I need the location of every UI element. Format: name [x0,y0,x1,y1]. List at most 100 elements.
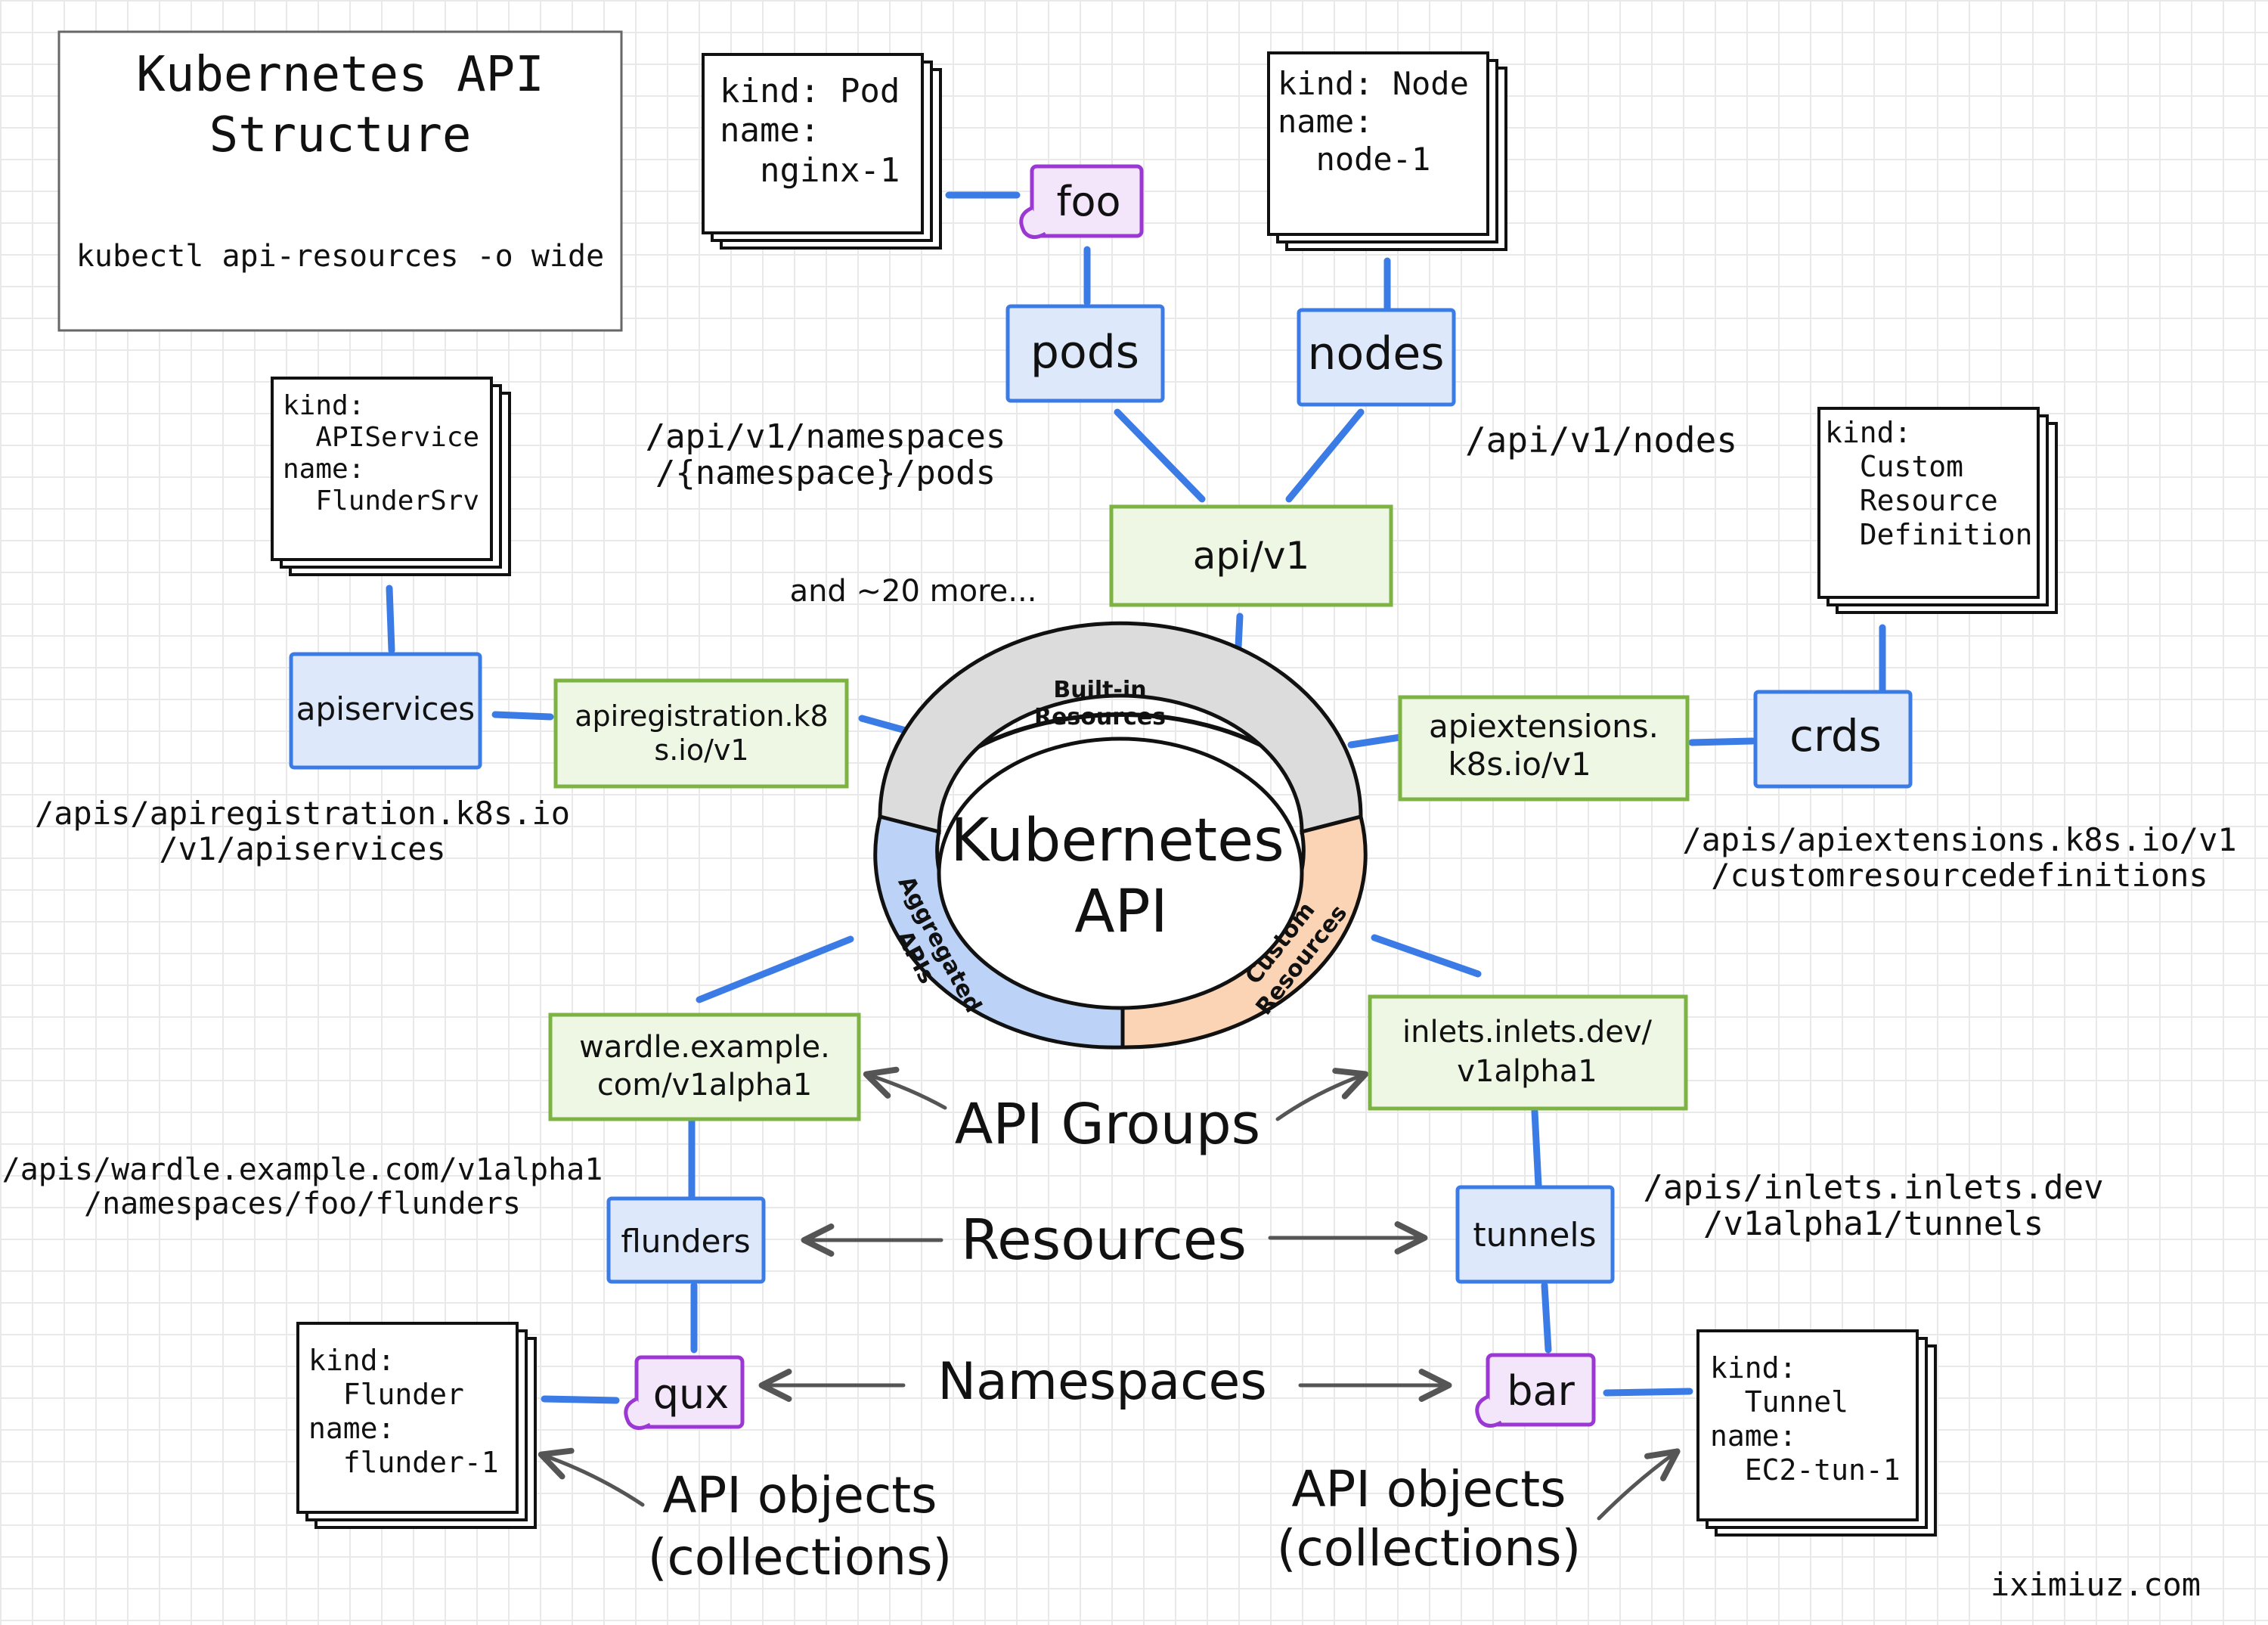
note-api-objects-left-line-2: (collections) [648,1528,953,1586]
group-wardle-line-1: wardle.example. [579,1030,830,1065]
crd-line-2: Custom [1825,450,1963,483]
path-flunders-line-1: /apis/wardle.example.com/v1alpha1 [2,1152,603,1187]
object-crd: kind: Custom Resource Definition [1817,407,2058,614]
center-title-line-2: API [1074,878,1167,946]
arrow-objects-right [1597,1448,1681,1521]
credit: iximiuz.com [1991,1566,2201,1603]
path-tunnels-line-1: /apis/inlets.inlets.dev [1643,1168,2103,1207]
arrow-groups-right [1275,1068,1369,1121]
path-nodes: /api/v1/nodes [1465,420,1737,461]
group-inlets-line-2: v1alpha1 [1457,1054,1597,1089]
namespace-bar-label: bar [1507,1367,1575,1415]
link-apiservices-apireg [491,711,554,721]
resource-flunders-label: flunders [621,1223,750,1260]
tunnel-line-3: name: [1710,1419,1796,1453]
tunnel-line-2: Tunnel [1710,1385,1848,1419]
apiservice-line-2: APIService [283,422,479,453]
segment-builtin-resources [878,621,1363,835]
flunder-line-2: Flunder [308,1378,464,1411]
label-builtin-line-2: Resources [1034,704,1166,730]
object-node: kind: Node name: node-1 [1267,51,1507,251]
resource-tunnels: tunnels [1455,1185,1615,1284]
path-apiservices-line-1: /apis/apiregistration.k8s.io [35,795,570,832]
link-bar-tunnel [1603,1388,1693,1397]
ring-inner-hole [937,737,1304,1010]
resource-tunnels-label: tunnels [1473,1216,1596,1254]
path-crds-line-1: /apis/apiextensions.k8s.io/v1 [1682,821,2236,858]
apiservice-line-4: FlunderSrv [283,485,479,516]
link-tunnels-bar [1541,1282,1552,1354]
namespace-qux-label: qux [653,1370,729,1418]
arrow-groups-left [863,1066,947,1110]
flunder-line-4: flunder-1 [308,1446,499,1479]
link-inlets-tunnels [1531,1108,1542,1189]
group-wardle-line-2: com/v1alpha1 [597,1068,812,1102]
title-command: kubectl api-resources -o wide [76,239,604,274]
crd-line-1: kind: [1825,416,1911,449]
resource-crds: crds [1753,690,1913,789]
node-line-3: node-1 [1278,141,1430,178]
connector-lines [386,191,1886,1404]
link-center-inlets [1371,934,1482,978]
group-apiregistration: apiregistration.k8 s.io/v1 [553,678,849,789]
link-pods-corev1 [1114,408,1206,503]
note-namespaces: Namespaces [937,1352,1267,1412]
apiservice-line-3: name: [283,454,364,485]
group-apiextensions: apiextensions. k8s.io/v1 [1398,695,1690,802]
apiservice-line-1: kind: [283,390,364,421]
group-inlets: inlets.inlets.dev/ v1alpha1 [1368,994,1688,1111]
title-line-2: Structure [209,107,472,163]
namespace-bar: bar [1475,1353,1596,1428]
link-apireg-center [858,715,915,736]
pod-line-3: nginx-1 [720,151,900,190]
link-flunder-qux [541,1395,620,1404]
object-pod: kind: Pod name: nginx-1 [702,53,942,250]
namespace-foo-label: foo [1056,178,1120,225]
title-box: Kubernetes API Structure kubectl api-res… [57,30,623,332]
resource-nodes: nodes [1297,308,1456,407]
title-box-frame [57,30,623,332]
object-flunder: kind: Flunder name: flunder-1 [296,1322,537,1529]
path-crds-line-2: /customresourcedefinitions [1711,857,2208,894]
object-apiservice: kind: APIService name: FlunderSrv [271,377,511,576]
group-core-v1: api/v1 [1109,504,1393,607]
tunnel-line-1: kind: [1710,1351,1796,1385]
node-line-1: kind: Node [1278,65,1469,102]
resource-apiservices-label: apiservices [296,690,475,727]
group-apiextensions-line-1: apiextensions. [1429,708,1659,745]
resource-flunders: flunders [606,1196,766,1284]
crd-line-3: Resource [1825,484,1998,517]
group-core-v1-label: api/v1 [1193,534,1310,578]
group-apiregistration-line-1: apiregistration.k8 [575,699,828,733]
resource-pods-label: pods [1030,326,1139,379]
note-api-objects-right-line-2: (collections) [1277,1519,1582,1577]
flunder-line-1: kind: [308,1344,395,1377]
kubernetes-api-ring: Kubernetes API Built-in Resources Aggreg… [873,621,1368,1050]
object-tunnel: kind: Tunnel name: EC2-tun-1 [1696,1329,1937,1537]
path-pods-line-2: /{namespace}/pods [655,454,996,492]
title-line-1: Kubernetes API [136,47,544,103]
annotation-notes: and ~20 more... API Groups Resources Nam… [648,574,2201,1603]
path-flunders-line-2: /namespaces/foo/flunders [84,1186,521,1221]
arrow-objects-left [538,1447,645,1507]
link-nodes-corev1 [1285,408,1365,503]
pod-line-1: kind: Pod [720,72,900,110]
resource-pods: pods [1005,304,1165,403]
note-api-objects-right-line-1: API objects [1291,1460,1566,1518]
resource-crds-label: crds [1789,710,1882,761]
label-builtin-line-1: Built-in [1053,677,1146,703]
path-labels: /api/v1/namespaces /{namespace}/pods /ap… [2,417,2237,1243]
group-wardle: wardle.example. com/v1alpha1 [548,1013,861,1121]
namespace-qux: qux [624,1355,745,1430]
flunder-line-3: name: [308,1412,395,1445]
note-api-objects-left-line-1: API objects [662,1466,937,1524]
link-apiservice-apiservices [386,585,395,654]
center-title-line-1: Kubernetes [950,807,1284,875]
path-apiservices-line-2: /v1/apiservices [159,830,445,867]
note-resources: Resources [961,1208,1247,1273]
link-center-wardle [696,935,854,1003]
node-line-2: name: [1278,103,1373,140]
note-more: and ~20 more... [790,574,1037,609]
note-api-groups: API Groups [955,1092,1260,1157]
